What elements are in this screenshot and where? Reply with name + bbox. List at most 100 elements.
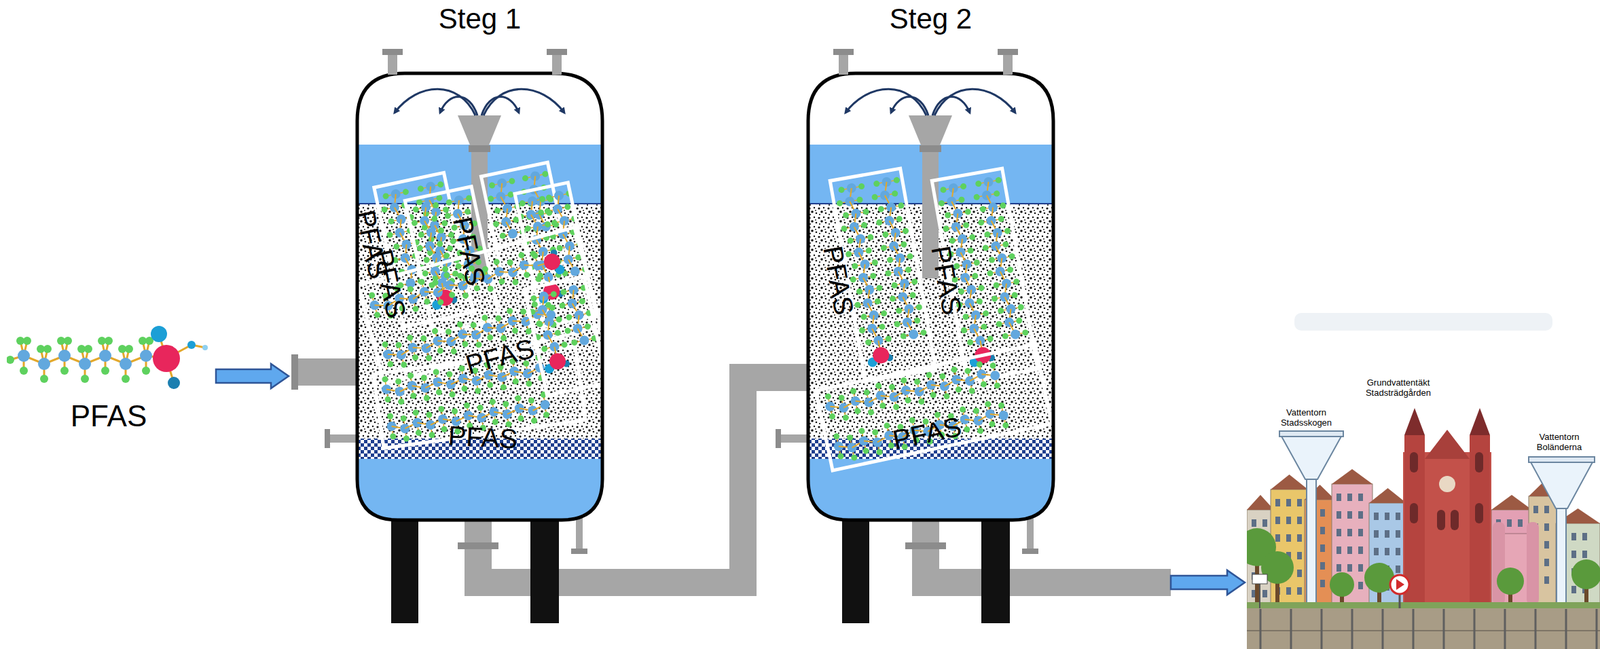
fluorine-atom (969, 233, 976, 241)
fluorine-atom (540, 345, 549, 354)
fluorine-atom (538, 195, 547, 204)
town-picture: Vattentorn StadsskogenGrundvattentäkt St… (1246, 306, 1600, 649)
fluorine-atom (904, 396, 913, 405)
carbon-atom (419, 215, 431, 227)
fluorine-atom (488, 398, 496, 406)
tree-crown (1496, 567, 1524, 595)
cathedral-window (1475, 503, 1484, 524)
fluorine-atom (997, 306, 1005, 314)
vessel-leg (842, 507, 870, 624)
fluorine-atom (874, 382, 883, 390)
window (1286, 499, 1292, 507)
fluorine-atom (423, 256, 431, 265)
window (1358, 582, 1363, 590)
fluorine-atom (855, 287, 863, 295)
pfas-overlays (357, 162, 607, 449)
oxygen-atom (202, 344, 208, 351)
water-tower-tank (1280, 435, 1342, 480)
fluorine-atom (442, 271, 451, 280)
fluorine-atom (967, 247, 974, 254)
window (1286, 534, 1292, 542)
cathedral-spire (1469, 408, 1490, 436)
window (1347, 529, 1353, 537)
fluorine-atom (918, 397, 926, 406)
ground-pipe (1246, 630, 1600, 632)
window (1571, 586, 1577, 594)
fluorine-atom (506, 258, 515, 267)
window (1517, 519, 1523, 527)
fluorine-atom (846, 433, 854, 442)
fluorine-atom (880, 244, 887, 252)
fluorine-atom (964, 367, 972, 375)
town-illustration (1246, 306, 1600, 649)
fluorine-atom (993, 382, 1002, 390)
filter-vessel: Steg 2PFASPFASPFAS (808, 73, 1054, 521)
fluorine-atom (432, 368, 440, 376)
window (1395, 548, 1401, 556)
well-pipe (1320, 609, 1323, 649)
sign (1252, 574, 1268, 585)
fluorine-atom (988, 256, 995, 264)
fluorine-atom (888, 383, 896, 392)
vessel-drawing (316, 46, 644, 631)
fluorine-atom (910, 278, 918, 286)
fluorine-atom (915, 303, 923, 311)
fluorine-atom (584, 323, 592, 331)
fluorine-atom (437, 226, 445, 235)
fluorine-atom (524, 224, 532, 233)
carbon-atom (445, 336, 458, 348)
fluorine-atom (395, 378, 403, 386)
window (1506, 519, 1512, 527)
carbon-atom (989, 370, 1002, 382)
fluorine-atom (480, 314, 489, 322)
carbon-atom (425, 419, 436, 431)
flow-arrow (440, 96, 478, 116)
window (1297, 516, 1302, 525)
fluorine-atom (521, 174, 530, 183)
grass (1246, 602, 1600, 609)
fluorine-atom (555, 315, 563, 324)
flow-arrow (932, 96, 970, 116)
window (1320, 579, 1325, 588)
fluorine-atom (851, 262, 859, 270)
house (1270, 489, 1308, 606)
tree-crown (1571, 559, 1600, 590)
castle-tower (1526, 522, 1539, 606)
window (1275, 499, 1281, 507)
cathedral-gable (1424, 429, 1470, 460)
fluorine-atom (512, 378, 519, 386)
window (1297, 569, 1302, 578)
carbon-atom (58, 349, 71, 362)
window (1395, 565, 1401, 574)
sign-symbol (1396, 579, 1405, 591)
window (1395, 530, 1401, 538)
well-pipe (1534, 609, 1537, 649)
window (1582, 533, 1588, 541)
pfas-overlay (513, 182, 599, 327)
top-nozzle-cap (997, 48, 1018, 56)
window (1297, 552, 1302, 560)
fluorine-atom (865, 247, 872, 254)
window (1571, 550, 1577, 559)
water-tower-rim (1528, 457, 1595, 463)
fluorine-atom (486, 285, 495, 293)
well-pipe (1443, 609, 1446, 649)
tree-crown (1364, 562, 1395, 593)
fluorine-atom (873, 179, 881, 187)
window (1384, 548, 1390, 556)
fluorine-atom (558, 302, 567, 310)
fluorine-atom (438, 405, 445, 413)
window (1373, 512, 1379, 521)
fluorine-atom (943, 211, 951, 219)
fluorine-atom (1003, 227, 1011, 235)
fluorine-atom (497, 277, 506, 286)
fluorine-atom (407, 372, 415, 379)
fluorine-atom (436, 180, 445, 189)
vessel-leg (981, 507, 1010, 624)
fluorine-atom (486, 194, 495, 203)
fluorine-atom (373, 311, 381, 319)
fluorine-atom (893, 176, 900, 184)
fluorine-atom (929, 391, 938, 399)
flow-arrow (934, 88, 1016, 116)
sulfur-atom (871, 345, 891, 365)
